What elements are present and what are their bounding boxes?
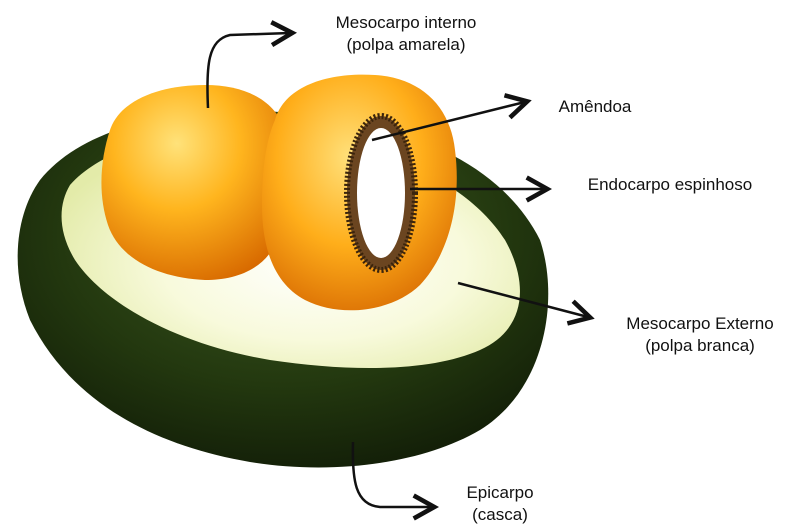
internal-mesocarp-left-shape [101, 85, 290, 280]
label-mesocarpo-interno-line1: Mesocarpo interno [306, 12, 506, 34]
label-epicarpo-line1: Epicarpo [440, 482, 560, 504]
label-epicarpo-line2: (casca) [440, 504, 560, 526]
label-amendoa: Amêndoa [540, 96, 650, 118]
label-endocarpo: Endocarpo espinhoso [570, 174, 770, 196]
label-endocarpo-line1: Endocarpo espinhoso [570, 174, 770, 196]
label-amendoa-line1: Amêndoa [540, 96, 650, 118]
label-mesocarpo-externo-line1: Mesocarpo Externo [600, 313, 800, 335]
label-mesocarpo-externo: Mesocarpo Externo (polpa branca) [600, 313, 800, 357]
label-mesocarpo-interno-line2: (polpa amarela) [306, 34, 506, 56]
label-epicarpo: Epicarpo (casca) [440, 482, 560, 526]
label-mesocarpo-externo-line2: (polpa branca) [600, 335, 800, 357]
almond-seed-shape [357, 128, 405, 258]
label-mesocarpo-interno: Mesocarpo interno (polpa amarela) [306, 12, 506, 56]
